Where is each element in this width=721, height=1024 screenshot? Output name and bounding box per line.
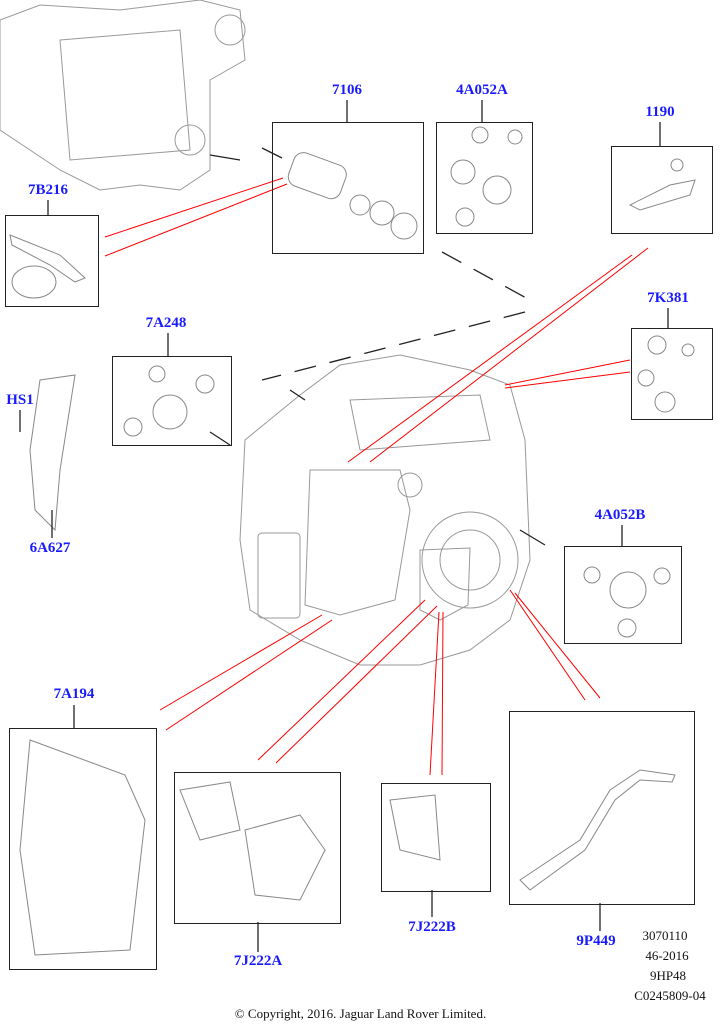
part-label-7A194[interactable]: 7A194 — [53, 686, 95, 702]
part-label-HS1[interactable]: HS1 — [6, 392, 34, 408]
part-label-7J222A[interactable]: 7J222A — [233, 953, 283, 969]
part-label-6A627[interactable]: 6A627 — [29, 540, 71, 556]
reference-line-2: 46-2016 — [645, 948, 689, 963]
box-7J222B — [381, 783, 491, 892]
box-7A194 — [9, 728, 157, 970]
reference-line-1: 3070110 — [642, 928, 688, 943]
part-label-7B216[interactable]: 7B216 — [27, 182, 69, 198]
part-label-7K381[interactable]: 7K381 — [647, 290, 689, 306]
box-7J222A — [174, 772, 341, 924]
part-label-7A248[interactable]: 7A248 — [145, 315, 187, 331]
box-1190 — [611, 146, 713, 234]
reference-line-4: C0245809-04 — [634, 988, 706, 1003]
part-label-4A052B[interactable]: 4A052B — [594, 507, 646, 523]
copyright-notice: © Copyright, 2016. Jaguar Land Rover Lim… — [234, 1006, 487, 1021]
callout-lines — [104, 177, 649, 776]
transmission-drawing — [239, 354, 531, 666]
box-7A248 — [112, 356, 232, 446]
part-label-7106[interactable]: 7106 — [332, 82, 362, 98]
dashed-lines — [261, 251, 531, 381]
leader-lines — [19, 100, 669, 952]
transfer-case-drawing — [0, 0, 246, 191]
part-label-4A052A[interactable]: 4A052A — [456, 82, 508, 98]
box-4A052B — [564, 546, 682, 644]
box-7B216 — [5, 215, 99, 307]
box-7106 — [272, 122, 424, 254]
box-7K381 — [631, 328, 713, 420]
part-glyphs — [9, 126, 696, 956]
part-label-7J222B[interactable]: 7J222B — [408, 919, 456, 935]
box-9P449 — [509, 711, 695, 905]
box-4A052A — [436, 122, 533, 234]
part-label-1190[interactable]: 1190 — [645, 104, 675, 120]
part-label-9P449[interactable]: 9P449 — [576, 933, 616, 949]
reference-line-3: 9HP48 — [649, 968, 687, 983]
